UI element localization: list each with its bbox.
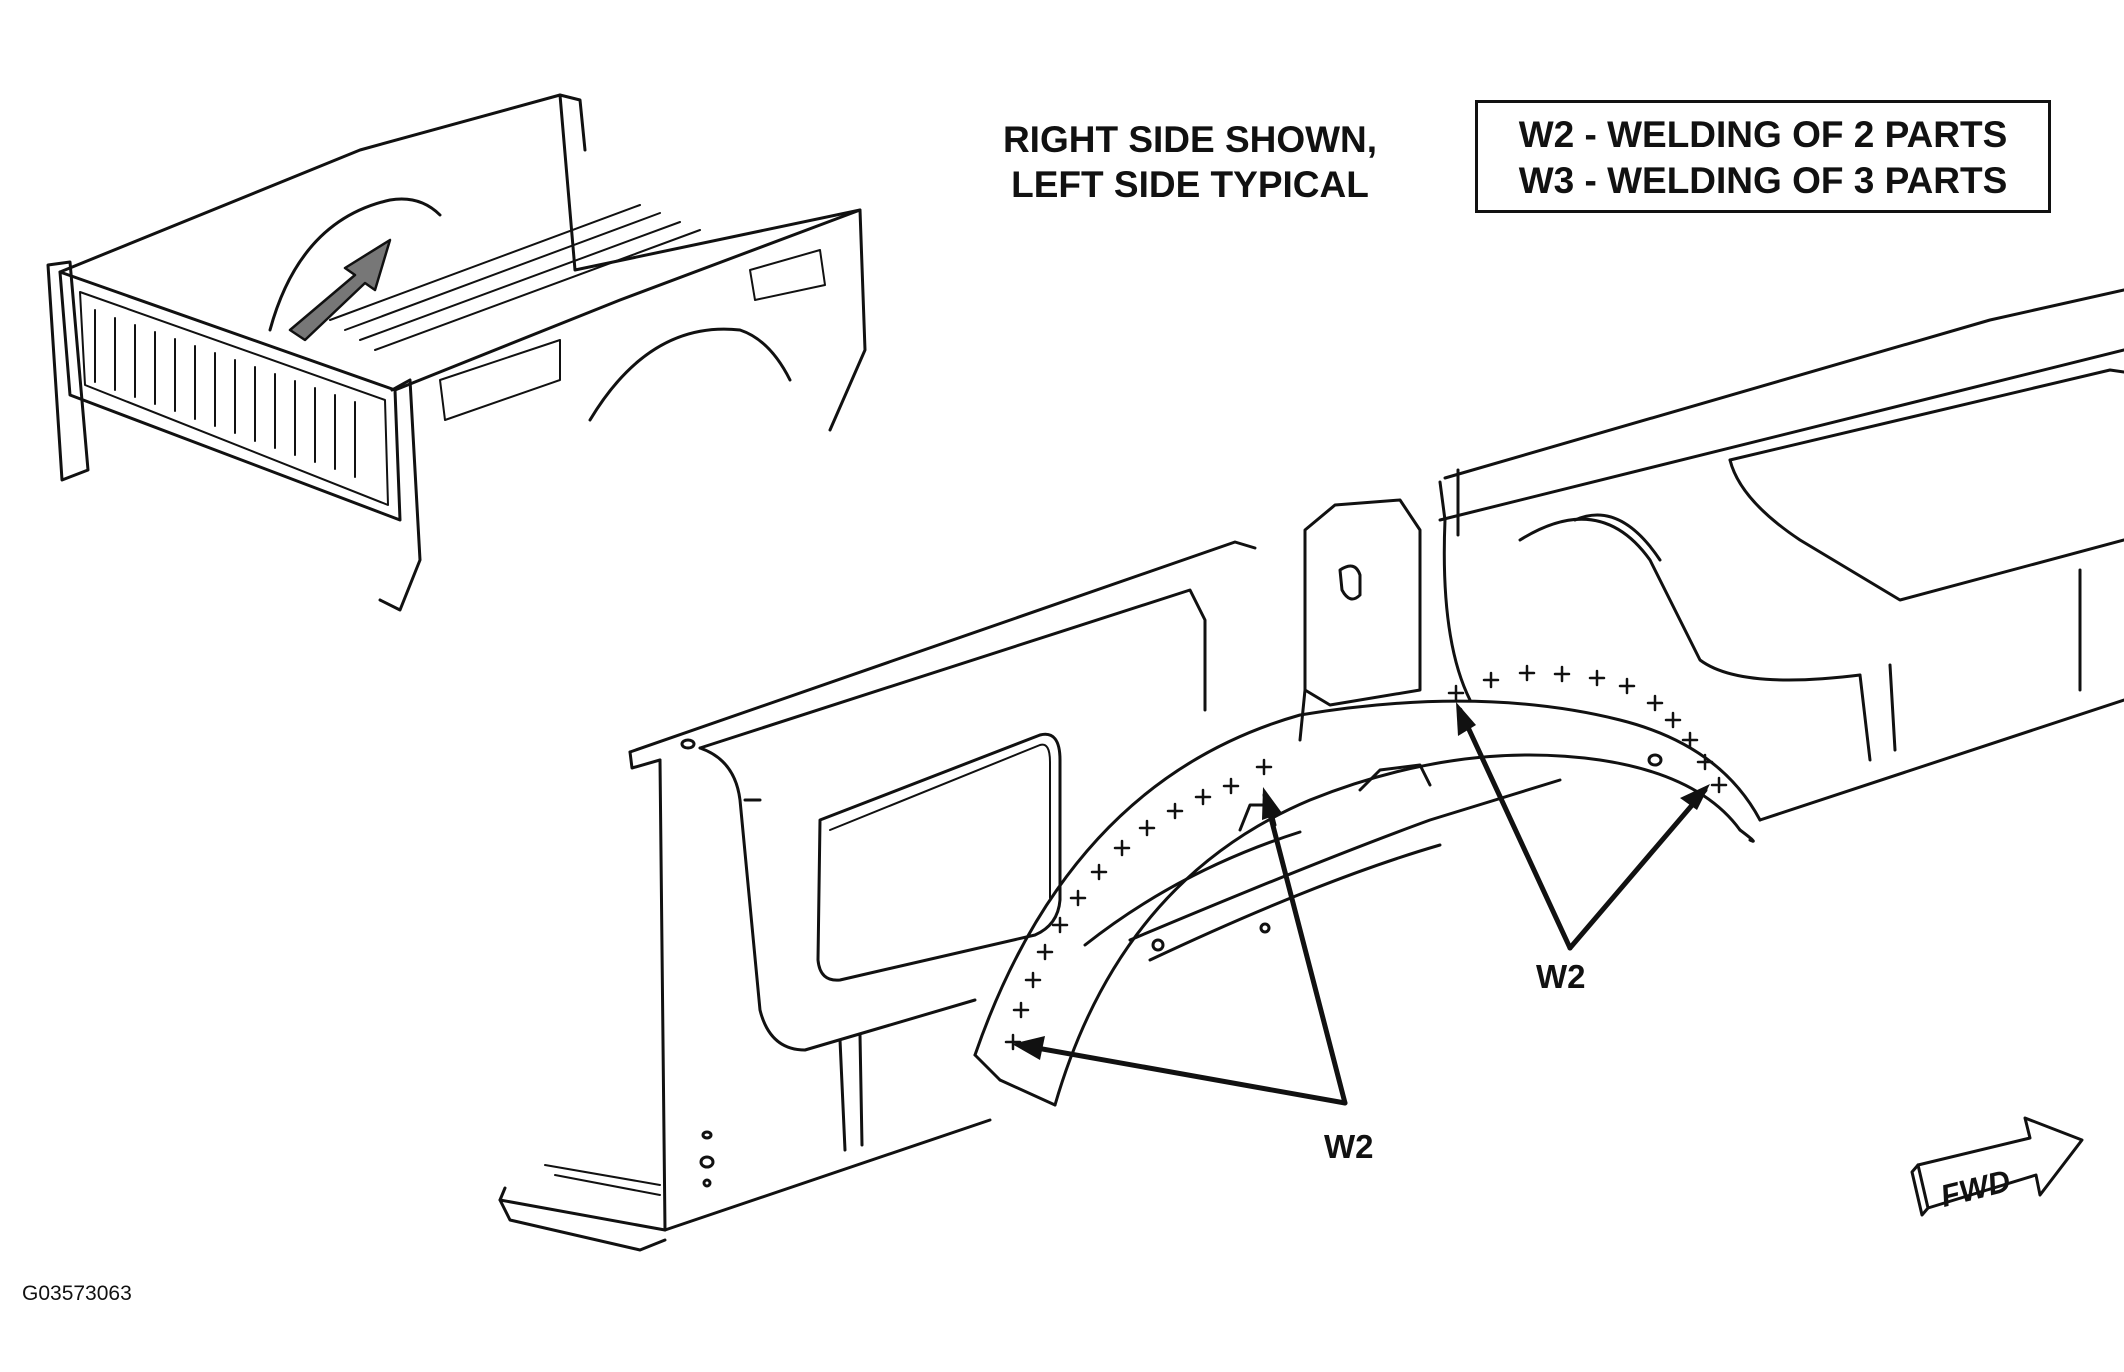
caption-line-2: LEFT SIDE TYPICAL bbox=[1011, 164, 1369, 205]
weld-legend: W2 - WELDING OF 2 PARTS W3 - WELDING OF … bbox=[1475, 100, 2051, 213]
callout-arrows bbox=[1017, 707, 1708, 1106]
callout-w2-lower: W2 bbox=[1324, 1128, 1374, 1165]
truck-bed-icon bbox=[46, 93, 867, 612]
wheelhouse-panel-drawing bbox=[498, 288, 2124, 1252]
weld-marks bbox=[1004, 664, 1728, 1051]
legend-w2: W2 - WELDING OF 2 PARTS bbox=[1518, 114, 2008, 155]
legend-w3: W3 - WELDING OF 3 PARTS bbox=[1518, 160, 2008, 201]
fwd-arrow-icon bbox=[1910, 1116, 2084, 1217]
view-caption: RIGHT SIDE SHOWN, LEFT SIDE TYPICAL bbox=[960, 117, 1420, 207]
caption-line-1: RIGHT SIDE SHOWN, bbox=[1002, 119, 1378, 160]
figure-id: G03573063 bbox=[22, 1282, 132, 1305]
callout-w2-upper: W2 bbox=[1536, 958, 1586, 995]
arrow-icon bbox=[1012, 702, 1710, 1060]
